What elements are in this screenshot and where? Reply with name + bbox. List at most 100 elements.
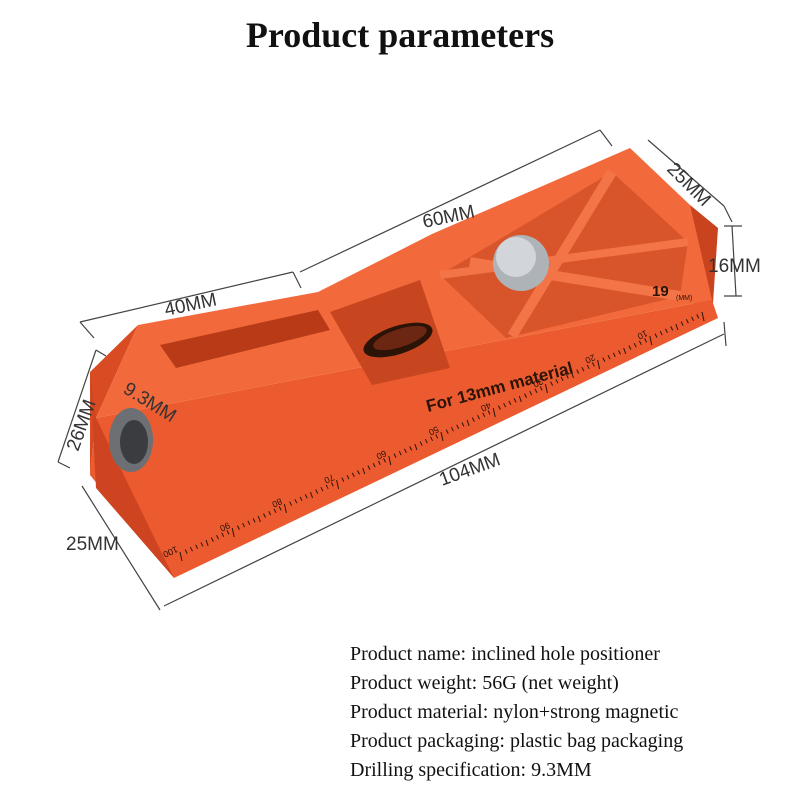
ruler-tick: [189, 546, 193, 552]
ruler-tick: [696, 314, 700, 319]
ruler-tick: [649, 335, 653, 346]
ruler-tick: [398, 450, 402, 456]
ruler-tick: [304, 494, 308, 499]
ruler-tick: [341, 477, 345, 482]
ruler-label: 40: [479, 400, 492, 413]
ruler-label: 70: [323, 472, 336, 485]
ruler-label: 80: [270, 496, 283, 509]
ruler-tick: [524, 393, 527, 398]
ruler-tick: [607, 354, 611, 360]
dim-length-total: 104MM: [437, 449, 504, 490]
ruler-tick: [550, 381, 554, 386]
ruler-tick: [278, 506, 282, 511]
ruler-tick: [503, 402, 507, 408]
ruler-tick: [268, 510, 272, 516]
ruler-tick: [257, 515, 261, 523]
ruler-tick: [628, 345, 632, 350]
ruler-tick: [221, 532, 225, 538]
ruler-tick: [659, 330, 663, 336]
spec-drilling: Drilling specification: 9.3MM: [350, 759, 592, 781]
ruler-tick: [576, 369, 580, 374]
ruler-tick: [357, 470, 360, 475]
ruler-tick: [424, 438, 428, 444]
ruler-tick: [200, 542, 204, 547]
ruler-tick: [633, 342, 637, 348]
ruler-tick: [539, 386, 543, 391]
spec-packaging: Product packaging: plastic bag packaging: [350, 730, 684, 752]
ruler-tick: [471, 417, 475, 422]
ruler-tick: [665, 328, 668, 334]
ruler-tick: [252, 518, 256, 523]
ruler-tick: [602, 357, 606, 362]
ruler-tick: [351, 472, 355, 478]
ruler-label: 30: [531, 376, 544, 389]
ruler-tick: [571, 371, 574, 379]
ruler-tick: [482, 412, 486, 418]
ruler-label: 60: [375, 448, 388, 461]
ruler-tick: [184, 549, 188, 554]
ruler-tick: [216, 534, 219, 540]
jig-left-face-lower: [90, 372, 174, 578]
ruler-tick: [419, 441, 423, 446]
ruler-tick: [529, 390, 533, 396]
ruler-tick: [680, 321, 684, 326]
ruler-tick: [242, 522, 246, 528]
ruler-tick: [560, 376, 564, 382]
ruler-tick: [565, 374, 569, 379]
ruler-tick: [544, 383, 548, 394]
ruler-tick: [644, 338, 648, 343]
ruler-tick: [372, 462, 376, 468]
stop-unit: (MM): [676, 295, 692, 302]
drill-bushing-inner: [120, 420, 148, 464]
ruler-tick: [210, 537, 214, 542]
ruler-tick: [377, 460, 381, 466]
ruler-tick: [289, 501, 293, 506]
ruler-tick: [283, 503, 287, 514]
ruler-tick: [409, 446, 413, 451]
ruler-tick: [346, 474, 350, 480]
ruler-tick: [487, 410, 491, 415]
ruler-tick: [388, 455, 392, 466]
ruler-tick: [591, 362, 595, 367]
ruler-tick: [492, 407, 496, 418]
ruler-tick: [445, 429, 449, 434]
spec-name: Product name: inclined hole positioner: [350, 643, 660, 665]
ruler-tick: [383, 458, 387, 463]
spec-material: Product material: nylon+strong magnetic: [350, 701, 679, 723]
dimension-lines: [57, 129, 742, 611]
ruler-tick: [367, 465, 371, 470]
ruler-tick: [612, 352, 616, 358]
ruler-tick: [325, 484, 329, 490]
ruler-tick: [299, 496, 303, 502]
ruler-tick: [685, 318, 689, 324]
ruler-tick: [508, 400, 512, 406]
ruler-tick: [513, 398, 517, 403]
ruler-tick: [581, 366, 585, 372]
ruler-tick: [555, 378, 559, 384]
ruler-tick: [654, 333, 658, 338]
drill-slot-inner: [373, 325, 427, 351]
ruler-tick: [466, 419, 470, 427]
ruler-tick: [236, 525, 240, 530]
ruler-tick: [430, 436, 434, 442]
ruler-tick: [205, 539, 209, 547]
rib-3: [439, 238, 689, 279]
ruler-tick: [461, 422, 465, 427]
ruler-label: 50: [427, 424, 440, 437]
ruler-tick: [477, 414, 480, 420]
ruler-tick: [586, 364, 590, 370]
spec-weight: Product weight: 56G (net weight): [350, 672, 619, 694]
ruler-tick: [450, 426, 454, 432]
ruler-tick: [226, 530, 230, 535]
ruler-tick: [440, 431, 444, 442]
ruler-tick: [414, 443, 418, 451]
ruler-tick: [404, 448, 407, 454]
spec-list: Product name: inclined hole positioner P…: [350, 640, 795, 785]
ruler-tick: [456, 424, 460, 430]
ruler-tick: [195, 544, 199, 550]
ruler-label: 20: [584, 352, 597, 365]
ruler-tick: [393, 453, 397, 458]
